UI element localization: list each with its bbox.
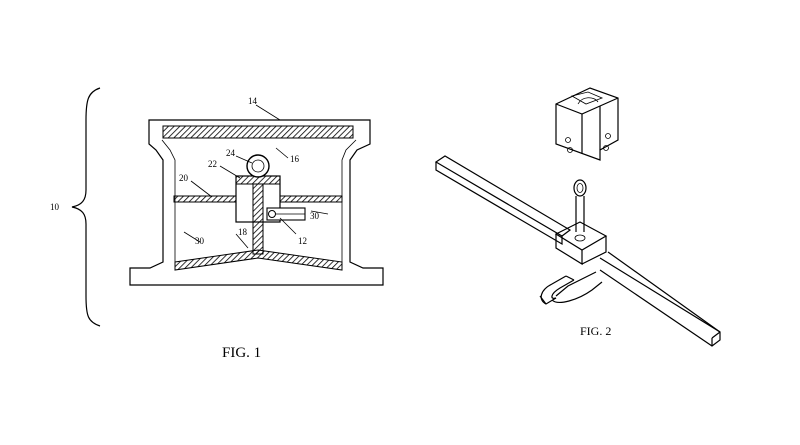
label-30-left: 30 bbox=[195, 236, 205, 246]
leader-30-left bbox=[183, 231, 201, 243]
bracket bbox=[555, 87, 619, 161]
label-18: 18 bbox=[238, 227, 248, 237]
leader-30-right bbox=[310, 210, 329, 215]
leader-12 bbox=[279, 217, 297, 235]
ring-24-inner bbox=[251, 159, 265, 173]
leader-14 bbox=[255, 104, 281, 121]
hub-block bbox=[554, 221, 608, 266]
label-14: 14 bbox=[248, 96, 258, 106]
bracket-hole-left-2 bbox=[567, 147, 573, 153]
brace-10 bbox=[71, 87, 101, 327]
screw-shaft bbox=[252, 183, 264, 255]
long-bar bbox=[434, 155, 721, 347]
leader-18 bbox=[235, 233, 249, 249]
eye-bolt bbox=[573, 179, 587, 232]
leader-20 bbox=[190, 180, 213, 198]
housing-inner-left bbox=[161, 139, 176, 262]
label-24: 24 bbox=[226, 148, 236, 158]
hook-clip bbox=[539, 271, 603, 305]
leader-16 bbox=[275, 147, 289, 159]
label-10: 10 bbox=[50, 202, 60, 212]
housing-inner-right bbox=[341, 139, 357, 262]
fig2-diagram: FIG. 2 bbox=[434, 87, 721, 347]
latch-pin bbox=[268, 210, 276, 218]
bracket-hole-left bbox=[565, 137, 571, 143]
bracket-hole-right bbox=[603, 145, 609, 151]
fig1-caption: FIG. 1 bbox=[222, 345, 261, 361]
label-30-right: 30 bbox=[310, 211, 320, 221]
top-plate-16 bbox=[162, 125, 354, 139]
hub-hole bbox=[574, 234, 586, 242]
leader-22 bbox=[219, 165, 241, 179]
leader-24 bbox=[235, 155, 253, 164]
label-22: 22 bbox=[208, 159, 217, 169]
bracket-hole-right-2 bbox=[605, 133, 611, 139]
fig2-caption: FIG. 2 bbox=[580, 324, 611, 338]
fig1-diagram: 10 14 16 24 22 20 30 30 18 12 FIG. 1 bbox=[50, 87, 384, 361]
label-16: 16 bbox=[290, 154, 300, 164]
label-12: 12 bbox=[298, 236, 307, 246]
label-20: 20 bbox=[179, 173, 189, 183]
housing-outline bbox=[129, 119, 384, 286]
